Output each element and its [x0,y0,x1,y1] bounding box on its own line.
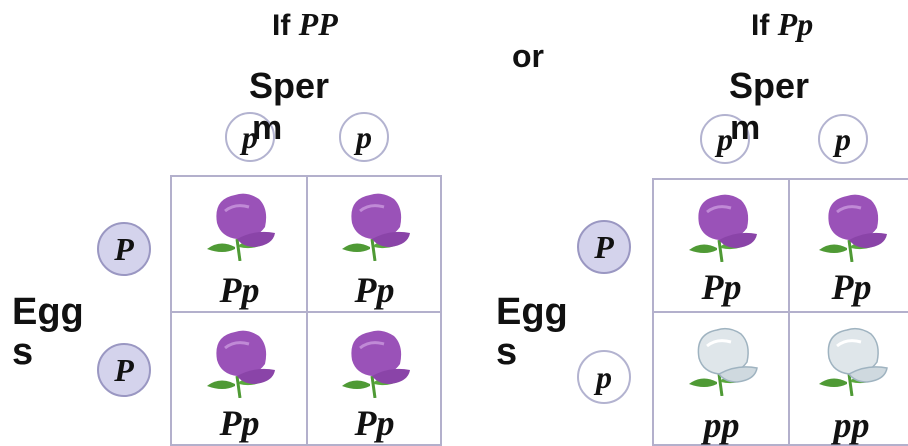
left-egg-allele-1-text: P [114,230,134,267]
or-connector: or [512,38,544,74]
right-title: If Pp [751,6,813,43]
left-title-genotype: PP [298,6,338,42]
left-cell-4: Pp [307,312,442,446]
right-sperm-allele-2: p [818,114,868,164]
right-title-genotype: Pp [777,6,814,42]
left-sperm-allele-2: p [339,112,389,162]
right-eggs-label: Egg s [496,292,568,372]
left-punnett-grid: Pp Pp Pp Pp [170,175,442,446]
right-sperm-allele-1-text: p [717,120,733,157]
purple-flower-icon [341,330,410,398]
right-cell-2-genotype: Pp [831,267,872,307]
left-title: If PP [272,6,338,43]
purple-flower-icon [206,330,275,398]
left-eggs-label-line2: s [12,331,34,373]
left-cell-1: Pp [172,177,307,312]
left-cell-3: Pp [172,312,307,446]
left-cell-2: Pp [307,177,442,312]
left-sperm-label-line2: m [252,109,283,147]
left-eggs-label: Egg s [12,292,84,372]
white-flower-icon [688,327,758,396]
right-sperm-allele-2-text: p [835,120,851,157]
white-flower-icon [818,327,888,396]
right-cell-3-genotype: pp [703,405,740,445]
right-egg-allele-2-text: p [596,358,612,395]
right-egg-allele-2: p [577,350,631,404]
left-cell-4-genotype: Pp [354,403,395,443]
right-title-prefix: If [751,9,770,42]
right-sperm-label-line2: m [730,109,761,147]
right-cell-4-genotype: pp [833,405,870,445]
left-cell-3-genotype: Pp [219,403,260,443]
left-title-prefix: If [272,9,291,42]
right-sperm-label-line1: Sper [729,65,810,106]
left-cell-1-genotype: Pp [219,270,260,310]
left-sperm-label: Sper [249,66,329,106]
left-cell-2-genotype: Pp [354,270,395,310]
left-sperm-allele-2-text: p [356,118,372,155]
left-sperm-label-line1: Sper [249,65,330,106]
right-cell-2: Pp [789,180,908,312]
purple-flower-icon [341,193,410,261]
right-egg-allele-1: P [577,220,631,274]
right-eggs-label-line1: Egg [496,291,568,333]
left-egg-allele-2: P [97,343,151,397]
right-punnett-grid: Pp Pp pp pp [652,178,908,446]
right-cell-4: pp [789,312,908,446]
right-cell-1-genotype: Pp [701,267,742,307]
left-sperm-allele-1-text: p [242,118,258,155]
purple-flower-icon [688,194,757,262]
left-eggs-label-line1: Egg [12,291,84,333]
right-cell-3: pp [654,312,789,446]
right-sperm-allele-1: p [700,114,750,164]
left-sperm-allele-1: p [225,112,275,162]
right-sperm-label: Sper [729,66,809,106]
right-eggs-label-line2: s [496,331,518,373]
right-egg-allele-1-text: P [594,228,614,265]
purple-flower-icon [818,194,887,262]
purple-flower-icon [206,193,275,261]
left-egg-allele-2-text: P [114,351,134,388]
left-egg-allele-1: P [97,222,151,276]
right-cell-1: Pp [654,180,789,312]
